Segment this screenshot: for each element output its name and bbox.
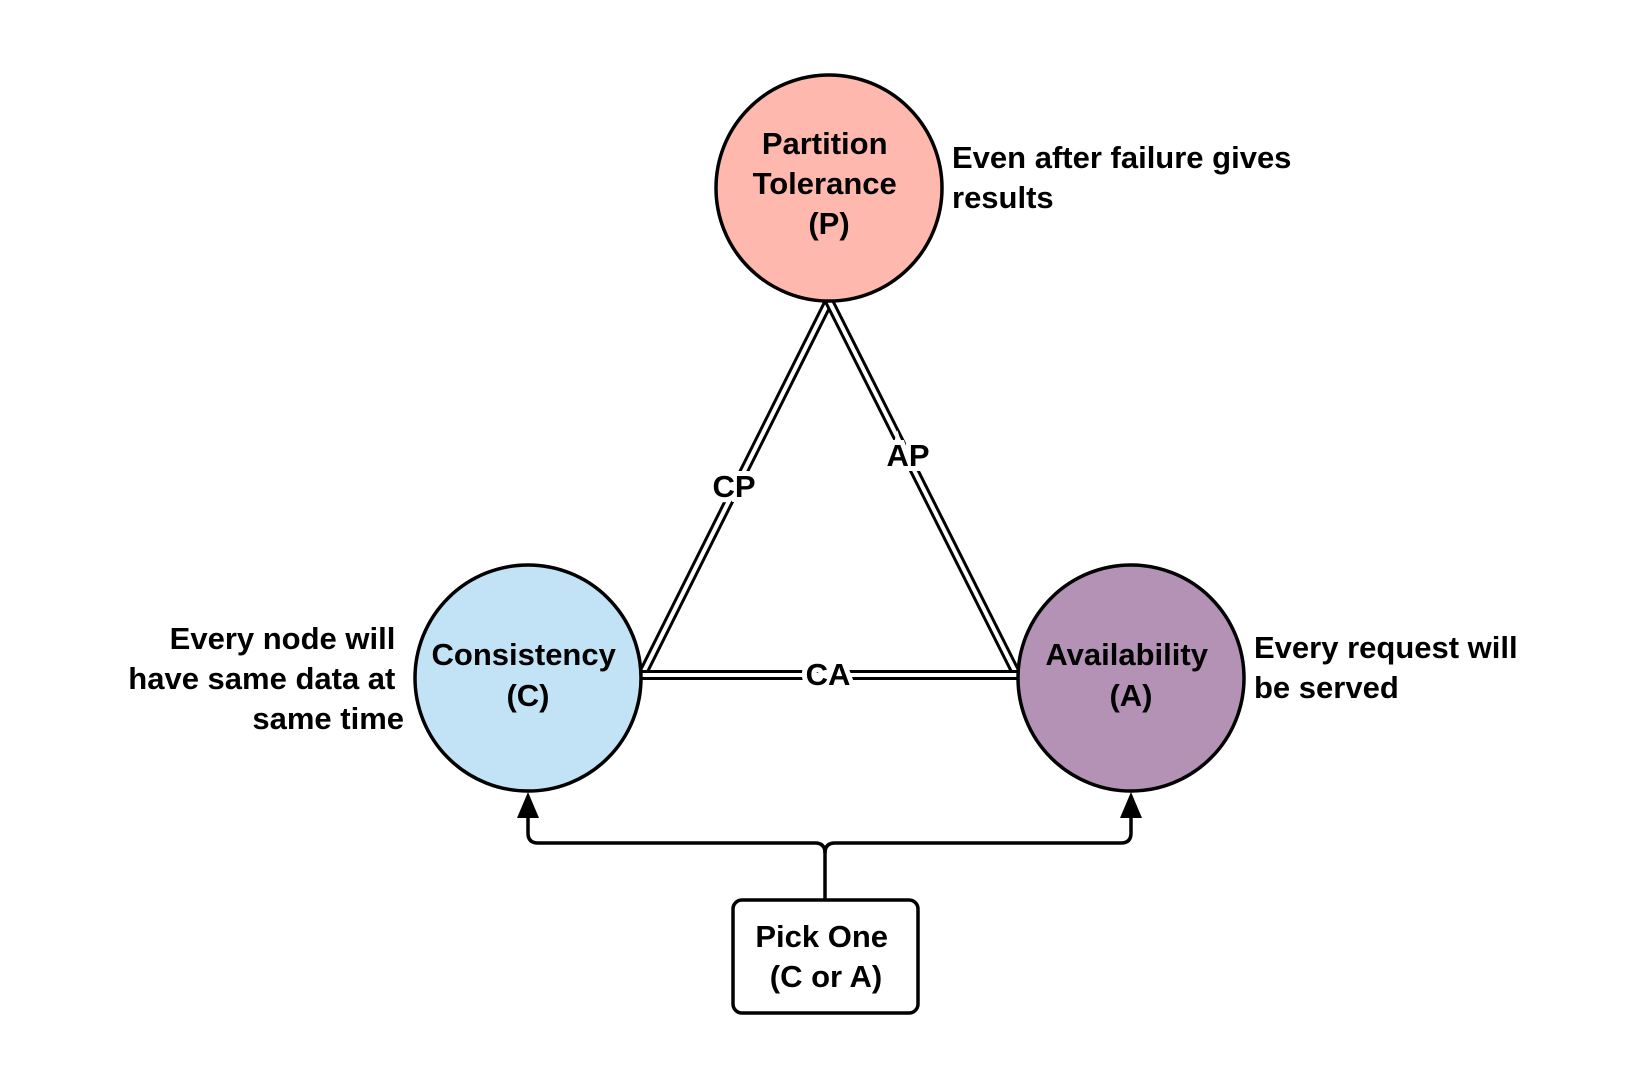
pick-one-box — [731, 898, 920, 1015]
node-availability-label: Availability (A) — [1045, 637, 1216, 713]
node-partition-label: Partition Tolerance (P) — [753, 126, 906, 241]
consistency-description: Every node will have same data at same t… — [128, 621, 404, 736]
pick-connector — [526, 815, 1133, 900]
node-consistency-label: Consistency (C) — [432, 637, 625, 713]
edge-label-ap: AP — [886, 438, 929, 473]
node-availability — [1016, 563, 1246, 793]
arrow-to-availability-icon — [1120, 792, 1142, 818]
partition-description: Even after failure gives results — [952, 140, 1300, 215]
edge-label-ca: CA — [806, 657, 851, 692]
pick-one-label: Pick One (C or A) — [755, 919, 896, 994]
edge-ap — [824, 298, 1022, 678]
edge-cp — [637, 298, 834, 678]
node-partition-tolerance — [714, 73, 944, 303]
node-consistency — [413, 563, 643, 793]
arrow-to-consistency-icon — [517, 792, 539, 818]
availability-description: Every request will be served — [1254, 630, 1526, 705]
edge-label-cp: CP — [712, 469, 755, 504]
